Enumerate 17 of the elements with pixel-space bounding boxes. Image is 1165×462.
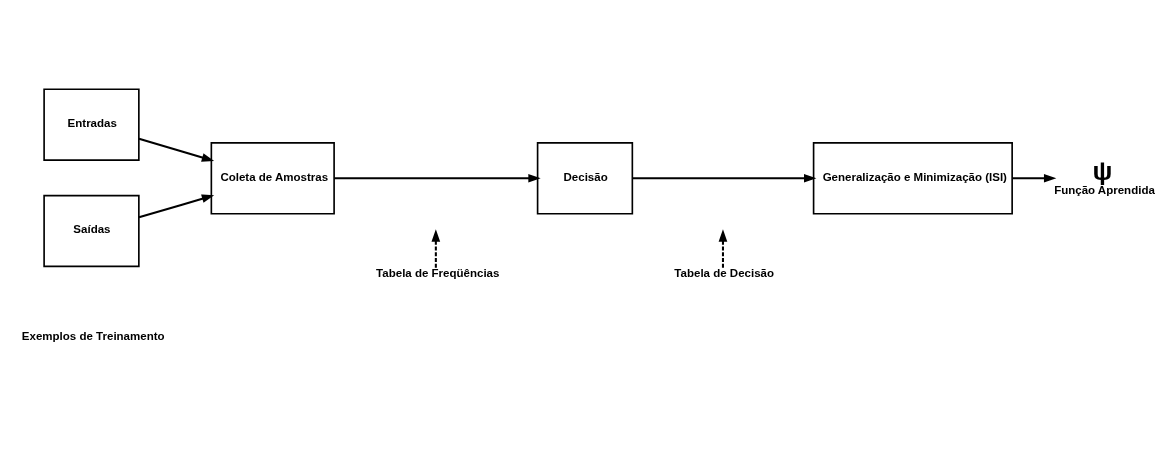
node-box: Decisão: [536, 142, 634, 215]
arrow: [138, 137, 215, 162]
arrow: [334, 173, 541, 183]
arrow: [1012, 173, 1057, 183]
arrow: [718, 229, 728, 268]
arrow: [632, 173, 817, 183]
node-box: Coleta de Amostras: [210, 142, 335, 215]
node-text: ψ: [1092, 155, 1113, 186]
node-text: Tabela de Decisão: [674, 266, 774, 279]
arrow: [138, 194, 215, 219]
label: Exemplos de Treinamento: [21, 329, 165, 342]
node-box: Saídas: [43, 194, 140, 268]
node-box: Generalização e Minimização (ISI): [812, 142, 1013, 215]
node-label: Função Aprendida: [1054, 184, 1155, 197]
node-box: Entradas: [43, 88, 140, 161]
node-text: Tabela de Freqüências: [376, 266, 500, 279]
arrow: [431, 229, 441, 268]
